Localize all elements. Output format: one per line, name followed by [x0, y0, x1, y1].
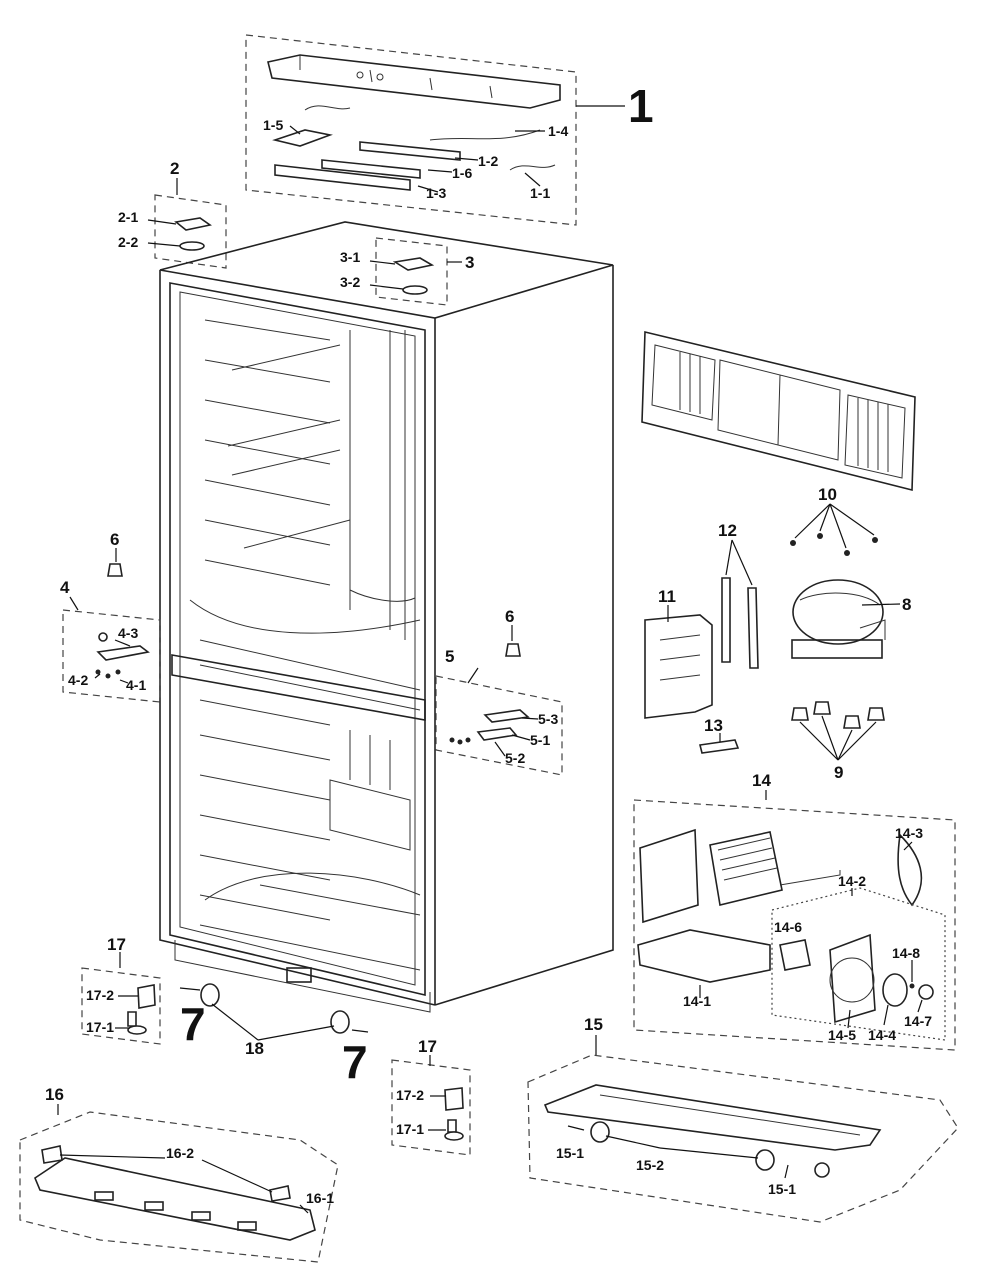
callout-2: 2: [170, 159, 179, 178]
callout-4-2: 4-2: [68, 672, 88, 688]
callout-14-8: 14-8: [892, 945, 920, 961]
callout-14-4: 14-4: [868, 1027, 896, 1043]
callout-14-7: 14-7: [904, 1013, 932, 1029]
callout-17-left: 17: [107, 935, 126, 954]
callout-17-1-right: 17-1: [396, 1121, 424, 1137]
part-12: 12: [718, 521, 759, 669]
callout-5-3: 5-3: [538, 711, 558, 727]
callout-16-1: 16-1: [306, 1190, 334, 1206]
callout-1-5: 1-5: [263, 117, 283, 133]
grommets: [791, 701, 885, 729]
callout-2-1: 2-1: [118, 209, 138, 225]
callout-7-right: 7: [342, 1036, 368, 1088]
part-13: 13: [699, 716, 740, 754]
callout-6-left: 6: [110, 530, 119, 549]
callout-17-right: 17: [418, 1037, 437, 1056]
callout-10: 10: [818, 485, 837, 504]
callout-1-4: 1-4: [548, 123, 568, 139]
part-6-left: 6: [107, 530, 123, 577]
callout-14-3: 14-3: [895, 825, 923, 841]
callout-18: 18: [245, 1039, 264, 1058]
part-group-15: 15 15-1 15-2 15-1: [527, 1015, 959, 1223]
callout-14-5: 14-5: [828, 1027, 856, 1043]
callout-1: 1: [628, 80, 654, 132]
part-11: 11: [644, 587, 713, 719]
callout-5-2: 5-2: [505, 750, 525, 766]
callout-15: 15: [584, 1015, 603, 1034]
callout-3: 3: [465, 253, 474, 272]
callout-6-right: 6: [505, 607, 514, 626]
callout-8: 8: [902, 595, 911, 614]
callout-1-2: 1-2: [478, 153, 498, 169]
callout-3-1: 3-1: [340, 249, 360, 265]
callout-1-6: 1-6: [452, 165, 472, 181]
callout-4-1: 4-1: [126, 677, 146, 693]
callout-7-left: 7: [180, 998, 206, 1050]
callout-15-2: 15-2: [636, 1157, 664, 1173]
callout-1-3: 1-3: [426, 185, 446, 201]
callout-17-2-right: 17-2: [396, 1087, 424, 1103]
part-group-16: 16 16-2 16-1: [19, 1085, 339, 1263]
part-6-right: 6: [505, 607, 521, 657]
callout-5-1: 5-1: [530, 732, 550, 748]
callout-14: 14: [752, 771, 771, 790]
part-group-17-left: 17 17-2 17-1: [81, 935, 161, 1045]
part-group-3: 3 3-1 3-2: [340, 237, 474, 306]
callout-17-1-left: 17-1: [86, 1019, 114, 1035]
callout-14-1: 14-1: [683, 993, 711, 1009]
callout-14-2: 14-2: [838, 873, 866, 889]
callout-17-2-left: 17-2: [86, 987, 114, 1003]
callout-15-1-left: 15-1: [556, 1145, 584, 1161]
callout-1-1: 1-1: [530, 185, 550, 201]
part-group-5: 5 5-3 5-1 5-2: [435, 647, 563, 776]
callout-14-6: 14-6: [774, 919, 802, 935]
part-group-17-right: 17 17-2 17-1: [391, 1037, 471, 1156]
compressor-assembly: 10 8 9: [790, 485, 911, 782]
part-group-2: 2 2-1 2-2: [118, 159, 227, 269]
callout-4: 4: [60, 578, 70, 597]
callout-5: 5: [445, 647, 454, 666]
back-cover-panel: [641, 330, 916, 492]
callout-3-2: 3-2: [340, 274, 360, 290]
callout-12: 12: [718, 521, 737, 540]
callout-4-3: 4-3: [118, 625, 138, 641]
callout-13: 13: [704, 716, 723, 735]
callout-16-2: 16-2: [166, 1145, 194, 1161]
callout-2-2: 2-2: [118, 234, 138, 250]
callout-11: 11: [658, 587, 676, 606]
callout-15-1-right: 15-1: [768, 1181, 796, 1197]
part-group-14: 14 14-3 14-1 14-2 14-6 14-5 14-4 14-8 14…: [633, 771, 956, 1051]
callout-16: 16: [45, 1085, 64, 1104]
callout-9: 9: [834, 763, 843, 782]
part-group-1: 1 1-4 1-2 1-6 1-3 1-5 1-1: [245, 34, 654, 226]
part-group-4: 4 4-3 4-2 4-1: [60, 578, 161, 703]
cabinet: [159, 221, 614, 1013]
part-group-18: 18 7 7: [179, 983, 369, 1088]
